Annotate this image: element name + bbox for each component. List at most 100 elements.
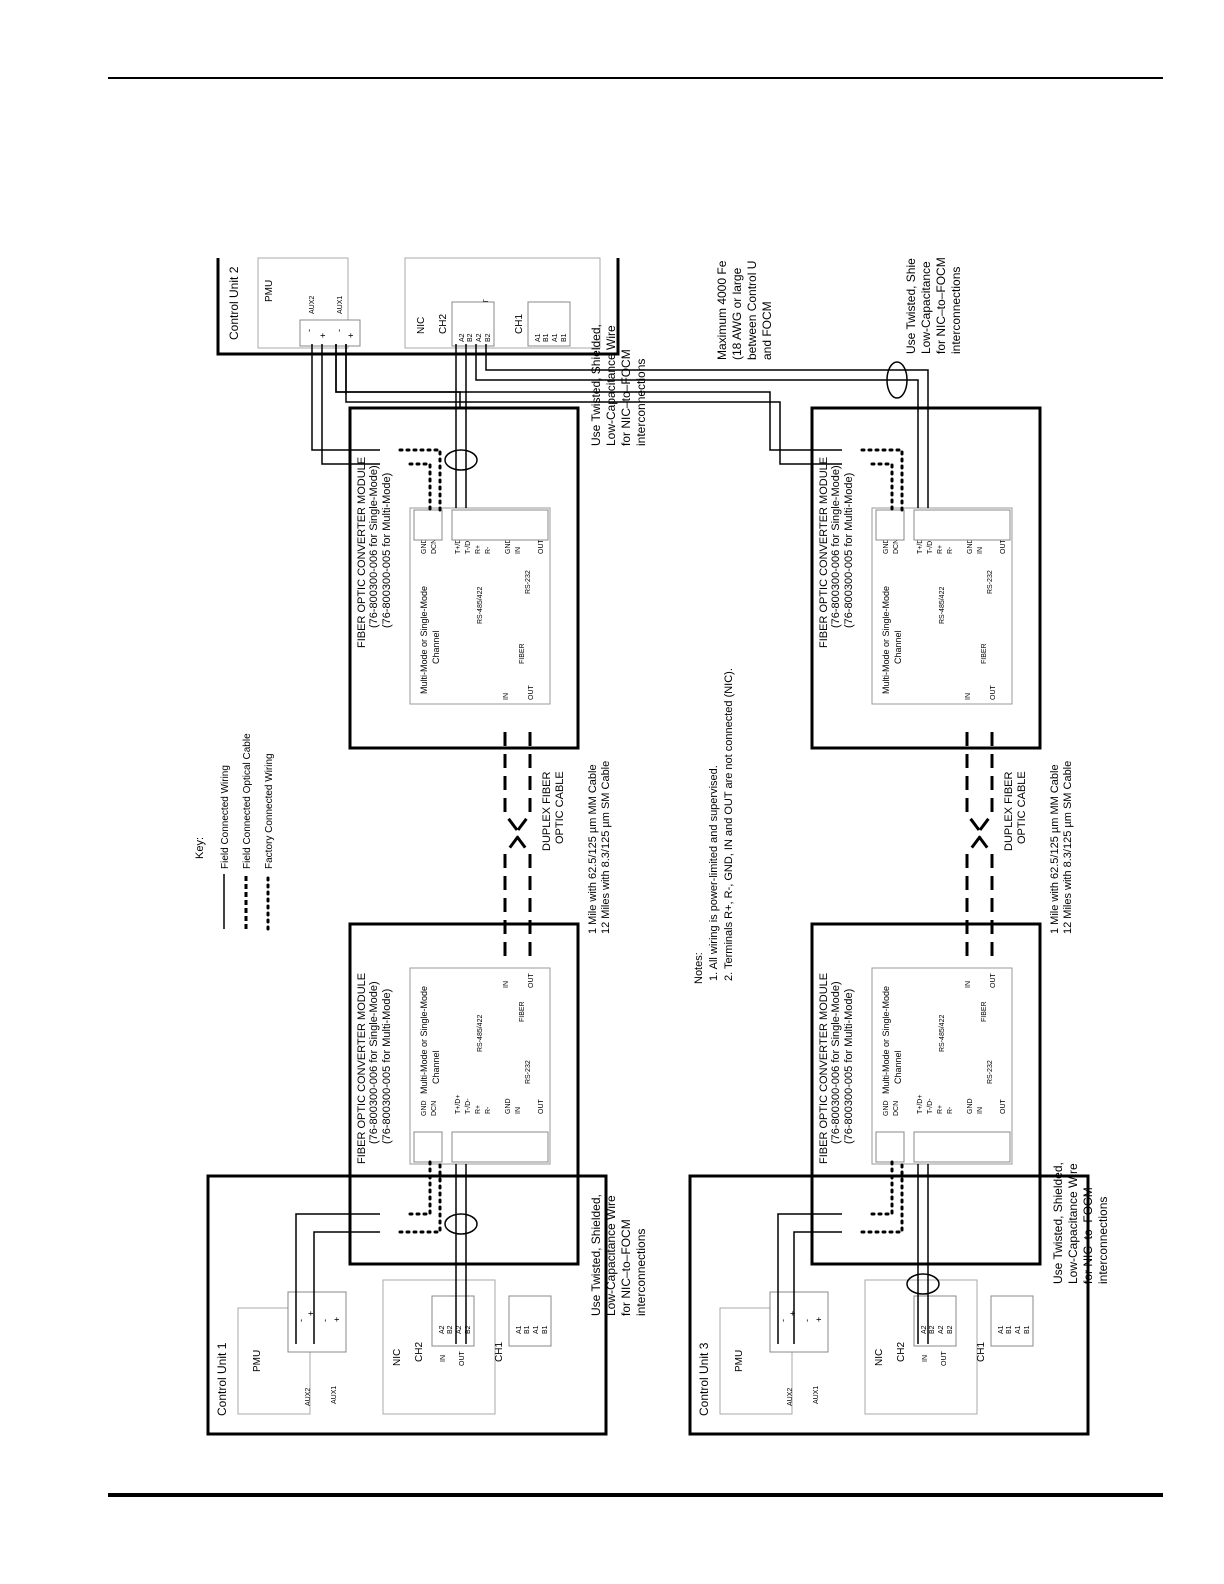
key-field-wiring: Field Connected Wiring xyxy=(220,765,231,869)
svg-text:Channel: Channel xyxy=(431,1050,441,1084)
twisted-note-4-line-3: for NIC–to–FOCM xyxy=(934,257,948,354)
svg-text:(76-800300-005 for Multi-Mode): (76-800300-005 for Multi-Mode) xyxy=(843,473,855,628)
twisted-note-3-line-3: for NIC–to–FOCM xyxy=(619,349,633,446)
twisted-note-3-line-2: Low-Capacitance Wire xyxy=(604,325,618,446)
svg-text:A2: A2 xyxy=(439,1325,446,1334)
svg-text:AUX2: AUX2 xyxy=(305,1388,312,1406)
svg-text:-: - xyxy=(334,329,344,332)
svg-text:R-: R- xyxy=(485,1106,492,1114)
control-unit-2: Control Unit 2 PMU AUX2 AUX1 - + - + NIC… xyxy=(216,257,620,356)
svg-text:CH2: CH2 xyxy=(896,1342,907,1362)
svg-text:DCN: DCN xyxy=(893,539,900,554)
twisted-note-4-line-2: Low-Capacitance xyxy=(919,261,933,354)
svg-text:A2: A2 xyxy=(459,333,466,342)
svg-text:A2: A2 xyxy=(921,1325,928,1334)
svg-text:GND: GND xyxy=(883,538,890,554)
svg-text:OUT: OUT xyxy=(1000,539,1007,555)
svg-text:FIBER: FIBER xyxy=(981,643,988,664)
svg-text:PMU: PMU xyxy=(264,280,275,302)
svg-text:A2: A2 xyxy=(456,1325,463,1334)
svg-text:B1: B1 xyxy=(561,333,568,342)
nic-3 xyxy=(864,1279,978,1415)
svg-text:GND: GND xyxy=(883,1100,890,1116)
svg-text:OUT: OUT xyxy=(538,1099,545,1115)
factory-wiring xyxy=(398,448,904,1234)
svg-text:+: + xyxy=(332,1317,342,1322)
svg-text:A2: A2 xyxy=(476,333,483,342)
svg-text:PMU: PMU xyxy=(734,1350,745,1372)
note-1: 1. All wiring is power-limited and super… xyxy=(708,765,720,981)
svg-text:B2: B2 xyxy=(929,1325,936,1334)
svg-text:A1: A1 xyxy=(533,1325,540,1334)
svg-text:RS-485/422: RS-485/422 xyxy=(939,1015,946,1052)
twisted-note-1-line-4: interconnections xyxy=(634,1229,648,1316)
svg-text:B1: B1 xyxy=(524,1325,531,1334)
svg-text:RS-485/422: RS-485/422 xyxy=(939,587,946,624)
svg-text:NIC: NIC xyxy=(874,1349,885,1366)
svg-text:T+/D+: T+/D+ xyxy=(455,535,462,554)
max-note-line-4: and FOCM xyxy=(760,301,774,360)
svg-text:FIBER OPTIC CONVERTER MODULE: FIBER OPTIC CONVERTER MODULE xyxy=(818,973,830,1164)
twisted-note-4-line-4: interconnections xyxy=(949,267,963,354)
fiber-spec-left-2: 12 Miles with 8.3/125 µm SM Cable xyxy=(600,761,612,934)
svg-text:DCN: DCN xyxy=(893,1101,900,1116)
key-factory-wiring: Factory Connected Wiring xyxy=(264,753,275,869)
svg-text:OUT: OUT xyxy=(990,973,997,989)
svg-text:RS-485/422: RS-485/422 xyxy=(477,587,484,624)
svg-text:IN: IN xyxy=(977,1107,984,1114)
svg-text:AUX1: AUX1 xyxy=(337,296,344,314)
max-note-line-3: between Control U xyxy=(745,261,759,360)
svg-text:T-/D-: T-/D- xyxy=(465,538,472,554)
svg-text:R-: R- xyxy=(947,1106,954,1114)
twisted-note-2-line-3: for NIC–to–FOCM xyxy=(1081,1187,1095,1284)
svg-text:FIBER OPTIC CONVERTER MODULE: FIBER OPTIC CONVERTER MODULE xyxy=(818,457,830,648)
svg-text:B2: B2 xyxy=(465,1325,472,1334)
svg-text:AUX2: AUX2 xyxy=(787,1388,794,1406)
svg-text:OUT: OUT xyxy=(528,685,535,701)
svg-text:+: + xyxy=(788,1311,798,1316)
svg-text:NIC: NIC xyxy=(416,317,427,334)
pmu-2 xyxy=(257,257,349,349)
svg-text:Multi-Mode or Single-Mode: Multi-Mode or Single-Mode xyxy=(881,586,891,694)
svg-text:-: - xyxy=(320,1319,330,1322)
svg-text:R+: R+ xyxy=(937,1105,944,1114)
svg-text:T+/D+: T+/D+ xyxy=(917,1095,924,1114)
svg-text:CH2: CH2 xyxy=(438,314,449,334)
svg-text:RS-232: RS-232 xyxy=(987,570,994,594)
svg-text:IN: IN xyxy=(515,1107,522,1114)
svg-text:OUT: OUT xyxy=(528,973,535,989)
focm-module-a: FIBER OPTIC CONVERTER MODULE (76-800300-… xyxy=(348,922,580,1266)
twisted-note-3-line-4: interconnections xyxy=(634,359,648,446)
svg-text:CH1: CH1 xyxy=(494,1342,505,1362)
twisted-note-4-line-1: Use Twisted, Shie xyxy=(904,258,918,354)
svg-text:IN: IN xyxy=(503,693,510,700)
svg-text:A1: A1 xyxy=(516,1325,523,1334)
svg-text:A1: A1 xyxy=(1015,1325,1022,1334)
svg-text:A1: A1 xyxy=(552,333,559,342)
svg-text:CH1: CH1 xyxy=(976,1342,987,1362)
svg-text:FIBER: FIBER xyxy=(519,1001,526,1022)
svg-text:IN: IN xyxy=(965,693,972,700)
svg-text:OUT: OUT xyxy=(1000,1099,1007,1115)
svg-text:CH1: CH1 xyxy=(514,314,525,334)
max-note-line-1: Maximum 4000 Fe xyxy=(715,260,729,360)
svg-text:A1: A1 xyxy=(535,333,542,342)
svg-text:GND: GND xyxy=(505,1098,512,1114)
key: Key: Field Connected Wiring Field Connec… xyxy=(194,733,275,931)
svg-text:RS-485/422: RS-485/422 xyxy=(477,1015,484,1052)
top-rule xyxy=(108,77,1163,79)
control-unit-1-title: Control Unit 1 xyxy=(215,1342,229,1416)
pmu-1 xyxy=(237,1307,311,1415)
notes-title: Notes: xyxy=(693,952,705,984)
svg-text:OUT: OUT xyxy=(459,1351,466,1367)
svg-text:+: + xyxy=(318,333,328,338)
svg-text:OUT: OUT xyxy=(990,685,997,701)
svg-text:(76-800300-005 for Multi-Mode): (76-800300-005 for Multi-Mode) xyxy=(843,989,855,1144)
svg-text:R-: R- xyxy=(485,546,492,554)
svg-text:B2: B2 xyxy=(447,1325,454,1334)
pmu-terminal-block-1 xyxy=(287,1291,347,1353)
svg-text:B1: B1 xyxy=(1024,1325,1031,1334)
svg-text:B2: B2 xyxy=(947,1325,954,1334)
twisted-note-1-line-3: for NIC–to–FOCM xyxy=(619,1219,633,1316)
svg-text:GND: GND xyxy=(421,538,428,554)
